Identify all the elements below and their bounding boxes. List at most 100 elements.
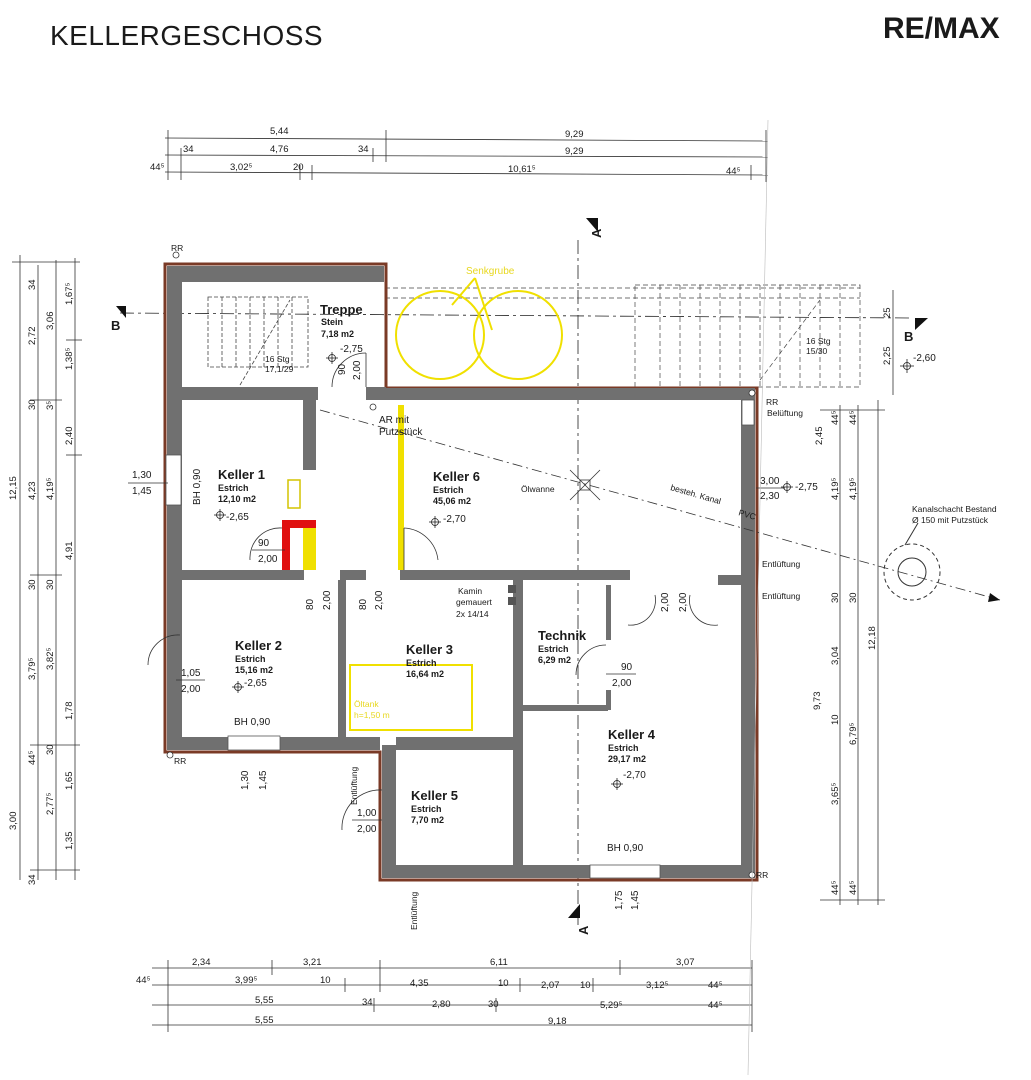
dim-text: 3⁵ (45, 401, 56, 410)
dim-text: 6,79⁵ (848, 723, 859, 745)
highlight-elements (282, 405, 473, 731)
level-marker-icon (900, 359, 914, 373)
dim-text: 10 (320, 975, 331, 986)
dim-text: 10 (830, 714, 841, 725)
dim-text: 44⁵ (150, 162, 165, 173)
dim-text: 6,11 (490, 957, 508, 968)
dim-text: 44⁵ (726, 166, 741, 177)
room-name: Keller 6 (433, 469, 480, 484)
opening-dim: 2,00 (374, 590, 385, 610)
dim-text: 2,45 (814, 427, 825, 446)
dim-text: 30 (488, 999, 499, 1010)
dim-text: 1,38⁵ (64, 348, 75, 370)
dim-text: 2,72 (27, 327, 38, 346)
entlueftung-label: Entlüftung (762, 559, 801, 569)
yellow-wall-highlight (398, 405, 404, 570)
dim-text: 2,34 (192, 957, 211, 968)
room-area: 7,70 m2 (411, 815, 444, 825)
kanalschacht-label-2: Ø 150 mit Putzstück (912, 515, 989, 525)
opening-dim: 1,45 (630, 890, 641, 910)
kanal-line (319, 409, 1001, 601)
opening-dim: 1,45 (132, 486, 152, 497)
opening-dim: 1,30 (132, 470, 152, 481)
opening-dim: 3,00 (760, 476, 780, 487)
dim-text: 10 (498, 978, 509, 989)
room-area: 15,16 m2 (235, 665, 273, 675)
opening-dim: 1,30 (240, 770, 251, 790)
kanalschacht-label: Kanalschacht Bestand (912, 504, 997, 514)
rr-label: RR (756, 870, 768, 880)
dim-text: 3,82⁵ (45, 648, 56, 670)
dim-text: 3,79⁵ (27, 658, 38, 680)
kanalschacht-icon (883, 522, 941, 601)
section-lines (119, 240, 911, 925)
right-dimension-texts: 25 2,25 2,45 44⁵ 4,19⁵ 30 3,04 10 3,65⁵ … (812, 307, 893, 895)
room-bh: BH 0,90 (192, 468, 203, 505)
room-keller1: Keller 1 Estrich 12,10 m2 -2,65 BH 0,90 (192, 467, 265, 523)
dim-text: 1,67⁵ (64, 283, 75, 305)
room-area: 45,06 m2 (433, 496, 471, 506)
opening-dim: -2,75 (795, 482, 818, 493)
ext-stairs-count: 16 Stg (806, 336, 831, 346)
room-floor: Estrich (218, 483, 249, 493)
dim-text: 44⁵ (708, 1000, 723, 1011)
dim-text: 2,77⁵ (45, 793, 56, 815)
dim-text: 3,12⁵ (646, 980, 668, 991)
top-dimension-texts: 5,44 9,29 34 4,76 34 9,29 44⁵ 3,02⁵ 20 1… (150, 126, 741, 177)
kanal-arrow-icon (988, 593, 1000, 602)
opening-dim: 2,00 (612, 678, 632, 689)
section-b-left-icon (116, 306, 126, 318)
stairs-count: 16 Stg (265, 354, 290, 364)
dim-text: 20 (293, 162, 304, 173)
oeltank-outline (349, 664, 473, 731)
dim-text: 5,55 (255, 995, 274, 1006)
exterior-walls (163, 262, 759, 882)
room-treppe: Treppe Stein 7,18 m2 -2,75 16 Stg 17,1/2… (265, 302, 363, 374)
room-floor: Estrich (411, 804, 442, 814)
dim-text: 3,65⁵ (830, 783, 841, 805)
opening-dim: 80 (305, 598, 316, 610)
dim-text: 5,55 (255, 1015, 274, 1026)
dim-text: 3,07 (676, 957, 695, 968)
dim-text: 25 (882, 307, 893, 318)
dim-text: 12,15 (8, 476, 19, 500)
dim-text: 30 (848, 592, 859, 603)
dim-text: 4,19⁵ (848, 478, 859, 500)
windows (165, 399, 755, 879)
room-level: -2,75 (340, 344, 363, 355)
opening-dim: 2,00 (181, 684, 201, 695)
room-keller5: Keller 5 Estrich 7,70 m2 (411, 788, 458, 825)
ar-label-2: Putzstück (379, 427, 423, 438)
pvc-label: PVC (737, 507, 757, 521)
section-a-top-icon (586, 218, 598, 232)
kamin-label-2: gemauert (456, 597, 493, 607)
bottom-dimension-lines (152, 960, 753, 1032)
dim-text: 1,35 (64, 832, 75, 851)
room-level: -2,65 (244, 678, 267, 689)
top-dimension-lines (164, 130, 769, 182)
kamin-icon (508, 585, 516, 605)
oelwanne-icon (569, 469, 601, 501)
dim-text: 44⁵ (830, 880, 841, 895)
room-name: Keller 5 (411, 788, 458, 803)
dim-text: 1,65 (64, 772, 75, 791)
dim-text: 4,35 (410, 978, 429, 989)
room-name: Treppe (320, 302, 363, 317)
oelwanne-label: Ölwanne (521, 484, 555, 494)
opening-dim: 90 (621, 662, 633, 673)
opening-dim: 2,00 (322, 590, 333, 610)
dim-text: 12,18 (867, 626, 878, 650)
rr-markers (166, 251, 756, 879)
room-technik: Technik Estrich 6,29 m2 (538, 628, 587, 665)
kamin-label: Kamin (458, 586, 482, 596)
oeltank-height: h=1,50 m (354, 710, 390, 720)
dim-text: 2,07 (541, 980, 560, 991)
oeltank-label: Öltank (354, 699, 379, 709)
dim-text: 5,29⁵ (600, 1000, 622, 1011)
opening-dim: 1,00 (357, 808, 377, 819)
dim-text: 30 (830, 592, 841, 603)
annotations: AR mit Putzstück Ölwanne besteh. Kanal P… (171, 243, 997, 930)
door-swings (147, 352, 719, 831)
room-level: -2,70 (443, 514, 466, 525)
